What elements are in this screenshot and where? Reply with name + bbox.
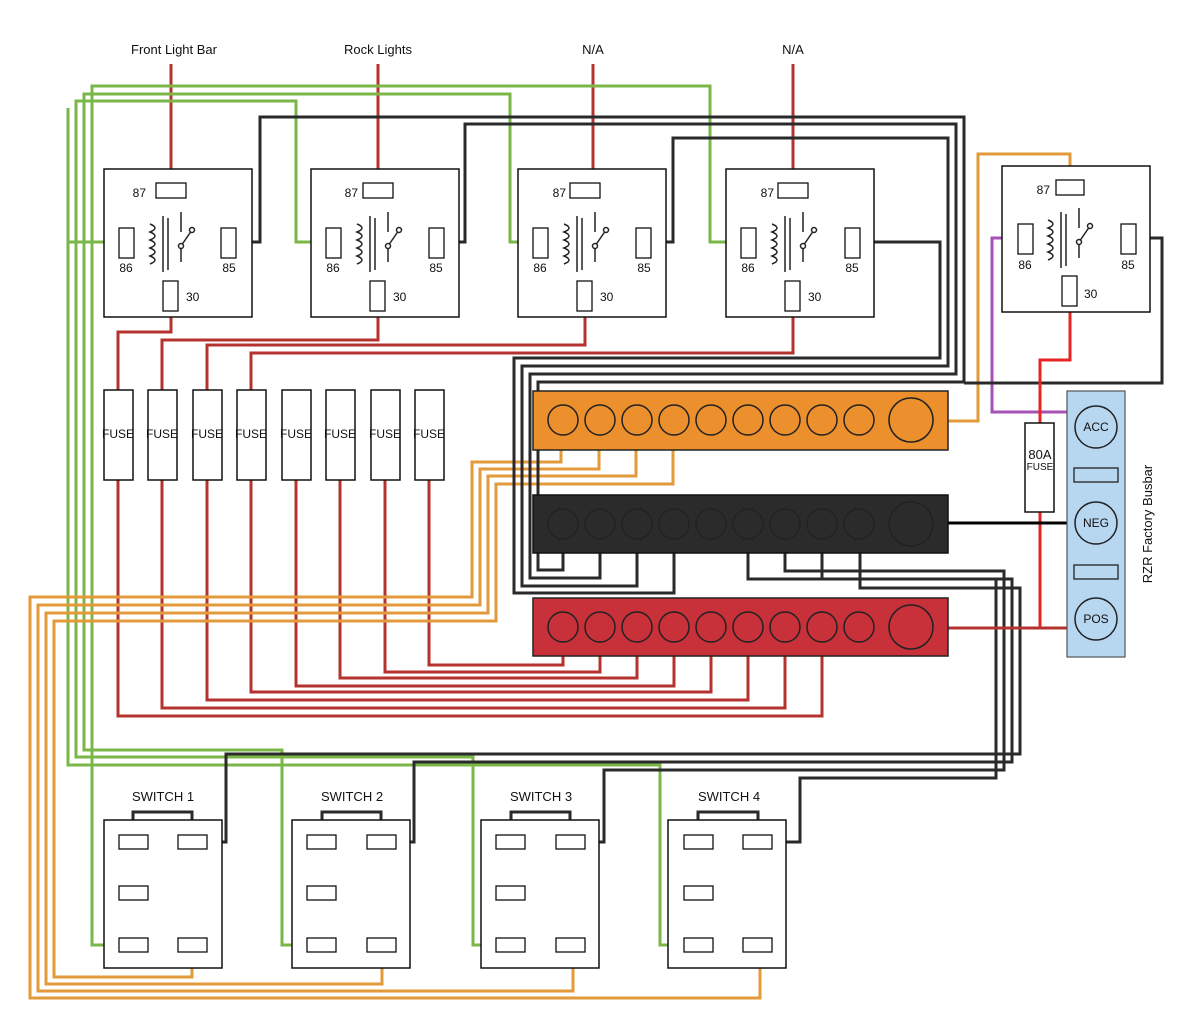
label-na-2: N/A [782, 42, 804, 57]
wiring [28, 64, 1164, 1000]
svg-text:87: 87 [133, 186, 147, 200]
main-fuse: 80A FUSE [1024, 422, 1055, 513]
switch-to-relay-wires [66, 84, 740, 947]
switch-jumpers-orange [147, 890, 760, 940]
svg-text:NEG: NEG [1083, 516, 1109, 530]
relay-symbol-icon [561, 212, 610, 272]
positive-bar-red [532, 597, 949, 657]
svg-text:FUSE: FUSE [324, 427, 356, 441]
svg-text:FUSE: FUSE [413, 427, 445, 441]
fuse-to-bar-wires [116, 480, 824, 718]
relay-3: 87 86 85 30 [517, 168, 667, 318]
load-labels: Front Light Bar Rock Lights N/A N/A [131, 42, 804, 57]
switch-1: SWITCH 1 [103, 789, 223, 969]
svg-text:80A: 80A [1028, 447, 1051, 462]
svg-text:FUSE: FUSE [369, 427, 401, 441]
fuse-7: FUSE [369, 389, 401, 481]
relay-to-fuse-wires [116, 310, 795, 390]
svg-text:86: 86 [119, 261, 133, 275]
fuse-5: FUSE [280, 389, 312, 481]
svg-text:SWITCH 2: SWITCH 2 [321, 789, 383, 804]
busbar-acc-terminal: ACC [1074, 405, 1118, 449]
busbar-title: RZR Factory Busbar [1140, 464, 1155, 583]
fuse-1: FUSE [102, 389, 134, 481]
label-front-light-bar: Front Light Bar [131, 42, 218, 57]
svg-text:SWITCH 3: SWITCH 3 [510, 789, 572, 804]
svg-text:30: 30 [808, 290, 822, 304]
relay-2: 87 86 85 30 [310, 168, 460, 318]
svg-text:FUSE: FUSE [191, 427, 223, 441]
acc-relay-output-wire [948, 152, 1072, 423]
svg-text:30: 30 [186, 290, 200, 304]
svg-text:86: 86 [1018, 258, 1032, 272]
svg-text:86: 86 [326, 261, 340, 275]
busbar-pos-terminal: POS [1074, 597, 1118, 641]
label-na-1: N/A [582, 42, 604, 57]
svg-text:87: 87 [553, 186, 567, 200]
svg-text:FUSE: FUSE [102, 427, 134, 441]
relay-4: 87 86 85 30 [725, 168, 875, 318]
switch-4: SWITCH 4 [667, 789, 787, 969]
relay-symbol-icon [147, 212, 196, 272]
svg-text:FUSE: FUSE [146, 427, 178, 441]
relay-symbol-icon [354, 212, 403, 272]
svg-text:SWITCH 1: SWITCH 1 [132, 789, 194, 804]
fuse-8: FUSE [413, 389, 445, 481]
relay-symbol-icon [769, 212, 818, 272]
svg-text:30: 30 [393, 290, 407, 304]
svg-text:85: 85 [429, 261, 443, 275]
svg-text:FUSE: FUSE [280, 427, 312, 441]
svg-text:85: 85 [1121, 258, 1135, 272]
fuse-4: FUSE [235, 389, 267, 481]
svg-text:86: 86 [741, 261, 755, 275]
main-power-wire [1038, 306, 1072, 628]
relay-1: 87 86 85 30 [103, 168, 253, 318]
label-rock-lights: Rock Lights [344, 42, 412, 57]
fuse-6: FUSE [324, 389, 356, 481]
svg-text:POS: POS [1083, 612, 1108, 626]
factory-busbar: ACC NEG POS RZR Factory Busbar [1066, 390, 1155, 658]
svg-text:86: 86 [533, 261, 547, 275]
svg-text:FUSE: FUSE [235, 427, 267, 441]
svg-text:85: 85 [222, 261, 236, 275]
svg-text:87: 87 [345, 186, 359, 200]
switch-2: SWITCH 2 [291, 789, 411, 969]
switch-ground-wires [207, 553, 1022, 844]
svg-text:SWITCH 4: SWITCH 4 [698, 789, 760, 804]
fuse-2: FUSE [146, 389, 178, 481]
svg-text:87: 87 [761, 186, 775, 200]
svg-text:30: 30 [600, 290, 614, 304]
switch-3: SWITCH 3 [480, 789, 600, 969]
fuse-block: FUSE FUSE FUSE FUSE FUSE FUSE FUSE FUSE [102, 389, 445, 481]
accessory-bar-to-switch-wires [28, 450, 762, 1000]
svg-text:85: 85 [845, 261, 859, 275]
busbar-neg-terminal: NEG [1074, 501, 1118, 545]
accessory-relay: 87 86 85 30 [1001, 165, 1151, 313]
relay-symbol-icon [1045, 208, 1094, 268]
svg-text:FUSE: FUSE [1027, 462, 1054, 473]
svg-text:85: 85 [637, 261, 651, 275]
accessory-bar-orange [532, 390, 949, 451]
fuse-3: FUSE [191, 389, 223, 481]
ground-bar-black [532, 494, 949, 554]
svg-text:87: 87 [1037, 183, 1051, 197]
svg-text:30: 30 [1084, 287, 1098, 301]
svg-text:ACC: ACC [1083, 420, 1109, 434]
